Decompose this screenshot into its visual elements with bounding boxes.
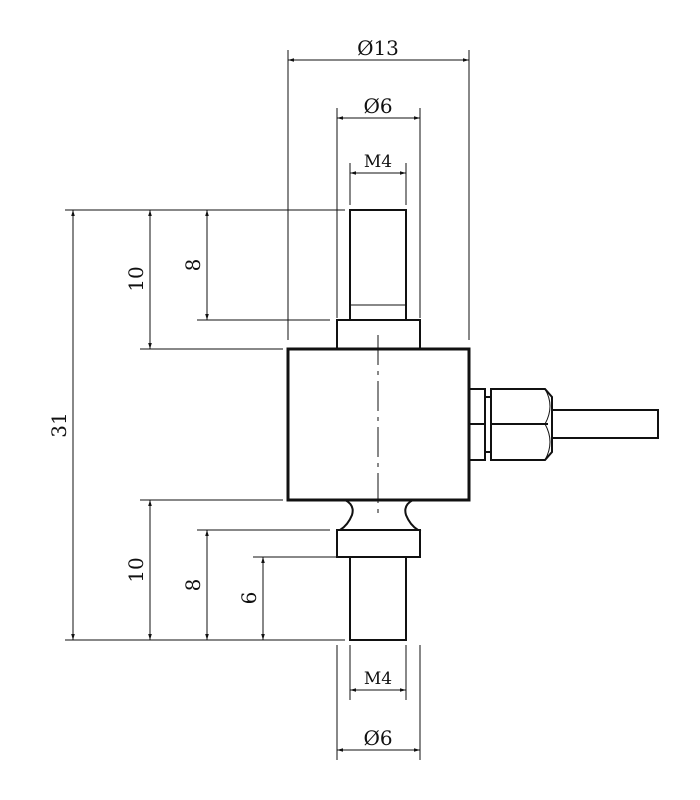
dim-bottom-length-10: 10	[124, 557, 148, 582]
dim-top-length-10: 10	[124, 266, 148, 291]
bottom-collar	[336, 529, 421, 558]
dim-top-thread: M4	[364, 152, 392, 172]
neck	[336, 499, 422, 531]
dim-top-outer-diameter: Ø13	[357, 36, 399, 60]
dim-overall-height: 31	[47, 412, 71, 437]
cable-gland	[468, 388, 659, 461]
bottom-stud	[349, 556, 407, 641]
extension-lines	[65, 50, 470, 760]
dim-bottom-stud-diameter: Ø6	[363, 726, 392, 750]
dim-top-length-8: 8	[181, 259, 205, 272]
dim-top-stud-diameter: Ø6	[363, 94, 392, 118]
cable	[551, 409, 659, 439]
dim-bottom-thread: M4	[364, 669, 392, 689]
dimension-lines	[71, 58, 469, 752]
sensor-body	[286, 209, 471, 641]
dim-bottom-length-8: 8	[181, 579, 205, 592]
dim-bottom-length-6: 6	[237, 592, 261, 605]
top-stud	[349, 209, 407, 321]
